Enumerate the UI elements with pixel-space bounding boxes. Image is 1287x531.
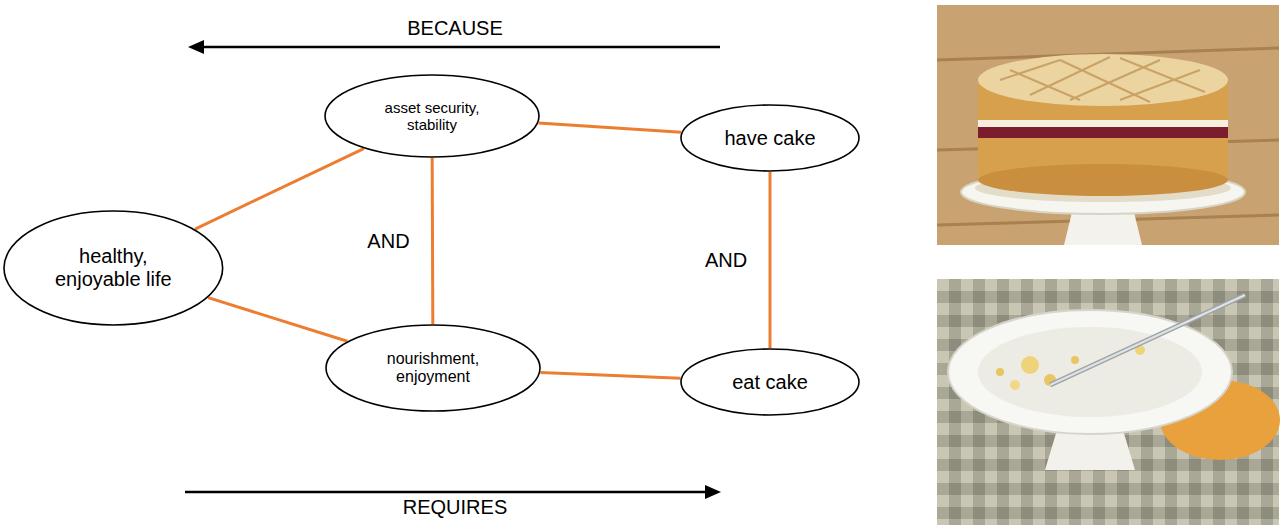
cake-photo	[937, 5, 1279, 245]
connector-line	[208, 298, 347, 342]
edge-label: AND	[365, 230, 411, 253]
arrow-caption: BECAUSE	[407, 17, 503, 40]
empty-plate-photo	[937, 279, 1280, 525]
node-label: asset security, stability	[370, 99, 495, 134]
connector-line	[769, 172, 772, 348]
ellipse-node: have cake	[680, 104, 860, 172]
connector-line	[195, 149, 364, 229]
ellipse-node: healthy, enjoyable life	[3, 210, 224, 326]
arrow-caption: REQUIRES	[403, 496, 507, 519]
ellipse-node: asset security, stability	[324, 74, 540, 158]
node-text-group: asset security, stability	[370, 99, 495, 134]
node-label: have cake	[724, 127, 815, 150]
because-arrow	[188, 40, 720, 54]
node-text-group: eat cake	[732, 371, 808, 394]
ellipse-node: eat cake	[680, 348, 860, 416]
connector-line	[540, 372, 680, 378]
edge-label: AND	[703, 249, 749, 272]
connector-line	[539, 123, 682, 132]
connector-line	[431, 158, 435, 324]
node-text-group: healthy, enjoyable life	[43, 245, 183, 291]
ellipse-node: nourishment, enjoyment	[325, 324, 541, 412]
node-text-group: nourishment, enjoyment	[371, 350, 496, 387]
node-label: eat cake	[732, 371, 808, 394]
node-label: nourishment, enjoyment	[371, 350, 496, 387]
node-label: healthy, enjoyable life	[43, 245, 183, 291]
node-text-group: have cake	[724, 127, 815, 150]
